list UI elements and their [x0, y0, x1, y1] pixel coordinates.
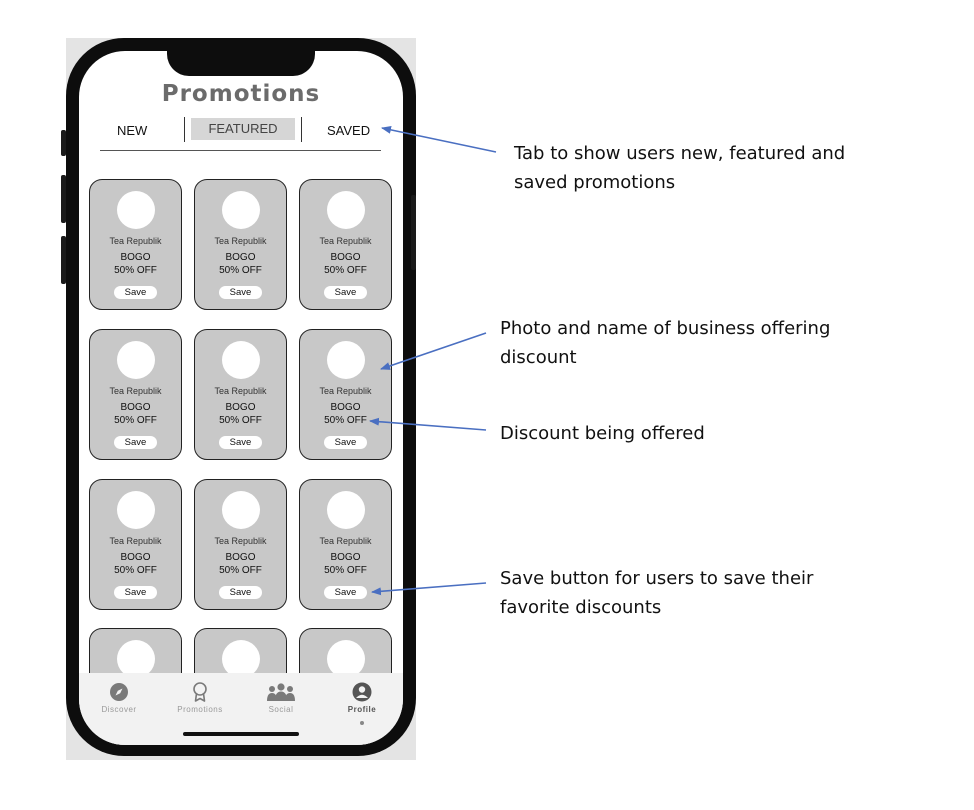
annotation-text: Discount being offered: [500, 423, 705, 444]
business-name: Tea Republik: [109, 236, 162, 246]
business-photo: [117, 491, 155, 529]
promo-card[interactable]: Tea Republik BOGO 50% OFF Save: [299, 329, 392, 460]
deal-type: BOGO: [225, 252, 256, 263]
business-photo: [327, 491, 365, 529]
notch: [167, 51, 315, 76]
business-photo: [327, 341, 365, 379]
business-name: Tea Republik: [214, 236, 267, 246]
nav-label: Profile: [347, 705, 377, 714]
save-button[interactable]: Save: [114, 586, 157, 599]
business-photo: [327, 640, 365, 678]
deal-discount: 50% OFF: [219, 565, 262, 576]
save-button[interactable]: Save: [324, 286, 367, 299]
save-button[interactable]: Save: [219, 286, 262, 299]
annotation-text: Save button for users to save their: [500, 568, 814, 589]
promo-card[interactable]: Tea Republik BOGO 50% OFF Save: [89, 479, 182, 610]
business-name: Tea Republik: [214, 536, 267, 546]
annotation-text: saved promotions: [514, 172, 676, 193]
nav-promotions[interactable]: Promotions: [165, 681, 235, 714]
business-photo: [222, 191, 260, 229]
nav-profile[interactable]: Profile: [327, 681, 397, 714]
annotation-photo: Photo and name of business offering disc…: [500, 314, 830, 372]
deal-discount: 50% OFF: [219, 415, 262, 426]
tab-saved[interactable]: SAVED: [327, 123, 371, 138]
promo-card[interactable]: Tea Republik BOGO 50% OFF Save: [89, 179, 182, 310]
page-title: Promotions: [161, 81, 321, 107]
nav-label: Promotions: [177, 705, 223, 714]
deal-discount: 50% OFF: [324, 265, 367, 276]
deal-type: BOGO: [330, 252, 361, 263]
save-button[interactable]: Save: [114, 286, 157, 299]
business-name: Tea Republik: [319, 536, 372, 546]
promo-card[interactable]: Tea Republik BOGO 50% OFF Save: [194, 329, 287, 460]
annotation-tabs: Tab to show users new, featured and save…: [514, 139, 845, 197]
deal-type: BOGO: [120, 552, 151, 563]
nav-discover[interactable]: Discover: [84, 681, 154, 714]
volume-up-button: [61, 175, 66, 223]
business-name: Tea Republik: [109, 536, 162, 546]
save-button[interactable]: Save: [324, 436, 367, 449]
deal-type: BOGO: [120, 252, 151, 263]
tab-underline: [100, 150, 381, 151]
deal-type: BOGO: [225, 552, 256, 563]
active-indicator-dot: [360, 721, 364, 725]
annotation-text: discount: [500, 347, 577, 368]
business-name: Tea Republik: [214, 386, 267, 396]
people-icon: [267, 683, 295, 701]
person-icon: [352, 682, 372, 702]
arrow-to-photo: [380, 332, 487, 370]
deal-discount: 50% OFF: [219, 265, 262, 276]
business-photo: [327, 191, 365, 229]
arrow-to-discount: [369, 417, 487, 431]
save-button[interactable]: Save: [219, 436, 262, 449]
business-photo: [117, 640, 155, 678]
compass-icon: [110, 683, 128, 701]
deal-discount: 50% OFF: [114, 565, 157, 576]
volume-down-button: [61, 236, 66, 284]
annotation-save: Save button for users to save their favo…: [500, 564, 813, 622]
annotation-text: favorite discounts: [500, 597, 662, 618]
business-photo: [222, 341, 260, 379]
promo-card[interactable]: Tea Republik BOGO 50% OFF Save: [299, 179, 392, 310]
business-name: Tea Republik: [319, 236, 372, 246]
arrow-to-save: [371, 582, 487, 596]
annotation-text: Tab to show users new, featured and: [514, 143, 846, 164]
deal-type: BOGO: [120, 402, 151, 413]
deal-type: BOGO: [330, 402, 361, 413]
ribbon-icon: [193, 682, 207, 702]
business-name: Tea Republik: [109, 386, 162, 396]
tab-new[interactable]: NEW: [117, 123, 148, 138]
deal-type: BOGO: [225, 402, 256, 413]
phone-screen: Promotions NEW FEATURED SAVED Tea Republ…: [79, 51, 403, 745]
annotation-discount: Discount being offered: [500, 419, 705, 448]
tab-divider: [184, 117, 185, 142]
deal-discount: 50% OFF: [324, 565, 367, 576]
tab-featured[interactable]: FEATURED: [191, 118, 295, 140]
arrow-to-tabs: [381, 125, 497, 153]
nav-social[interactable]: Social: [246, 681, 316, 714]
business-photo: [117, 191, 155, 229]
deal-type: BOGO: [330, 552, 361, 563]
promo-card[interactable]: Tea Republik BOGO 50% OFF Save: [89, 329, 182, 460]
business-photo: [117, 341, 155, 379]
deal-discount: 50% OFF: [114, 415, 157, 426]
power-button: [411, 195, 416, 270]
business-photo: [222, 491, 260, 529]
tab-divider: [301, 117, 302, 142]
business-name: Tea Republik: [319, 386, 372, 396]
annotation-text: Photo and name of business offering: [500, 318, 831, 339]
mute-switch: [61, 130, 66, 156]
home-indicator[interactable]: [183, 732, 299, 736]
deal-discount: 50% OFF: [324, 415, 367, 426]
save-button[interactable]: Save: [114, 436, 157, 449]
save-button[interactable]: Save: [219, 586, 262, 599]
business-photo: [222, 640, 260, 678]
promo-card[interactable]: Tea Republik BOGO 50% OFF Save: [194, 179, 287, 310]
nav-label: Social: [268, 705, 294, 714]
save-button[interactable]: Save: [324, 586, 367, 599]
nav-label: Discover: [101, 705, 137, 714]
deal-discount: 50% OFF: [114, 265, 157, 276]
promo-card[interactable]: Tea Republik BOGO 50% OFF Save: [194, 479, 287, 610]
